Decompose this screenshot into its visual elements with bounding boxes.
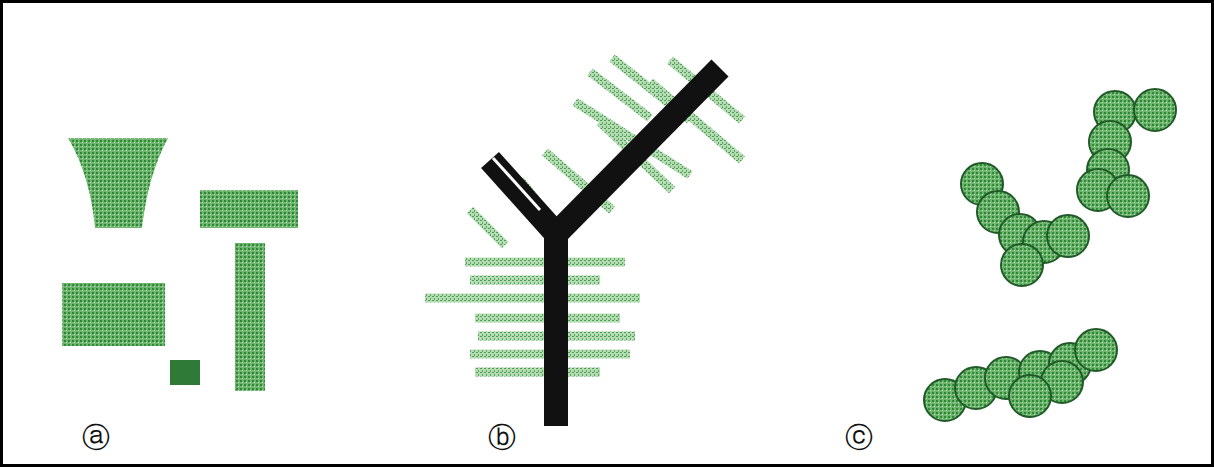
panel-b-stripes: [425, 58, 742, 372]
panel-label: ⓐ: [80, 423, 112, 454]
bar-fragment: [200, 190, 298, 228]
trapezoid-fragment: [68, 138, 168, 228]
panel-label: ⓑ: [486, 423, 518, 454]
rod-fragment: [235, 243, 265, 391]
bead-chains: [924, 89, 1176, 421]
block-fragment: [62, 283, 165, 346]
panel-label: ⓒ: [843, 423, 875, 454]
y-shaped-molecule: [490, 68, 720, 426]
small-fragment: [170, 360, 200, 385]
panel-a-shapes: [62, 138, 298, 391]
